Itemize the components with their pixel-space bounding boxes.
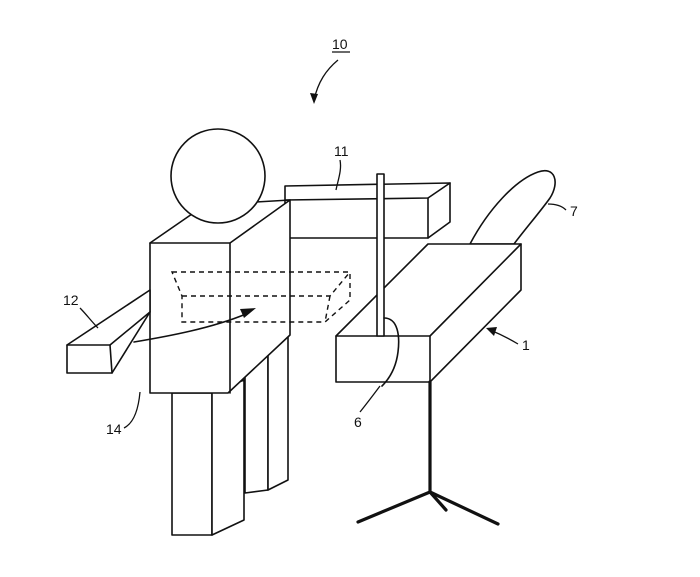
left-leg-side xyxy=(211,379,245,536)
leader-bar-front xyxy=(79,307,99,329)
leader-cable xyxy=(359,385,381,413)
leader-bar-back xyxy=(335,159,342,191)
stand-leg-right xyxy=(428,490,500,526)
bar-back xyxy=(284,182,451,239)
label-device: 1 xyxy=(522,337,530,353)
device-box xyxy=(335,243,522,383)
label-cable: 6 xyxy=(354,414,362,430)
motion-arrow-shaft xyxy=(133,313,247,343)
leader-handle xyxy=(547,203,567,211)
stand-leg-back xyxy=(428,490,448,512)
head xyxy=(170,128,266,224)
leader-body xyxy=(123,391,141,429)
leader-device-arrowhead xyxy=(486,327,497,336)
vertical-rod xyxy=(376,173,385,337)
motion-arrow-head xyxy=(240,308,256,318)
hidden-bar-edge-2 xyxy=(324,295,331,323)
label-bar-back: 11 xyxy=(334,143,349,159)
left-leg xyxy=(171,392,213,536)
handle xyxy=(469,169,556,245)
bar-front xyxy=(66,289,151,374)
label-body: 14 xyxy=(106,421,122,437)
assembly-arrow-head xyxy=(310,93,318,104)
label-bar-front: 12 xyxy=(63,292,79,308)
bar-front-edge-2 xyxy=(109,344,113,374)
cable xyxy=(381,317,400,387)
label-assembly: 10 xyxy=(332,36,348,52)
stand-leg-left xyxy=(356,490,432,524)
label-handle: 7 xyxy=(570,203,578,219)
